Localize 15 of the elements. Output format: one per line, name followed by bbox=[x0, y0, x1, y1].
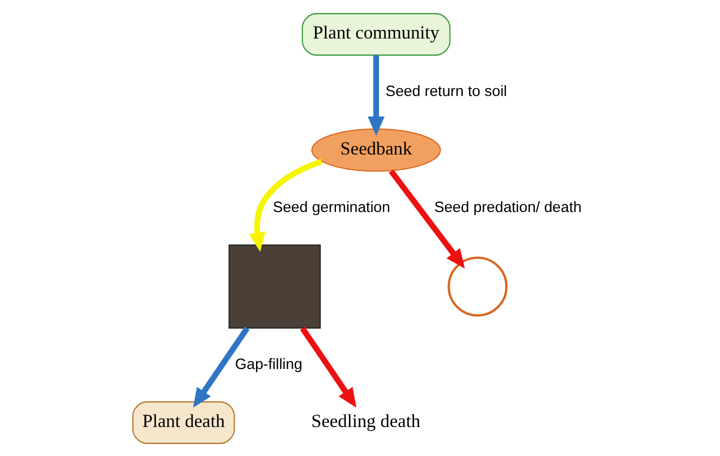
arrow bbox=[388, 168, 465, 268]
node-circle bbox=[448, 256, 508, 316]
node-ellipse: Seedbank bbox=[311, 128, 441, 172]
arrow bbox=[248, 158, 322, 252]
arrow bbox=[368, 54, 385, 136]
node-box: Plant community bbox=[302, 12, 450, 56]
edge-label: Seed return to soil bbox=[385, 82, 507, 100]
arrow bbox=[193, 326, 250, 408]
edge-label: Seed germination bbox=[272, 198, 390, 216]
edge-label: Gap-filling bbox=[234, 355, 302, 372]
arrow bbox=[300, 326, 356, 408]
node-box bbox=[228, 244, 321, 328]
node-text: Seedling death bbox=[311, 410, 420, 431]
edge-label: Seed predation/ death bbox=[434, 198, 582, 216]
node-box: Plant death bbox=[132, 400, 235, 444]
